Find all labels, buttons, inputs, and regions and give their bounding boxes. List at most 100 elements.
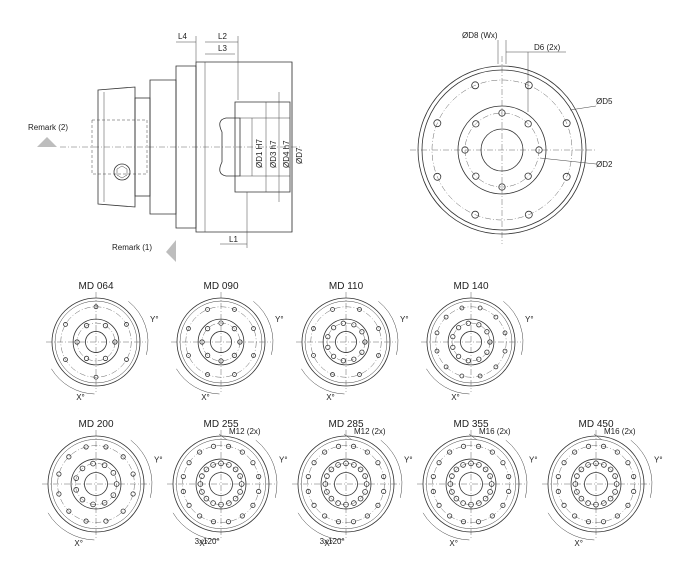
outer-hole-group bbox=[433, 81, 571, 219]
model-name: MD 255 bbox=[203, 419, 238, 430]
model-inner-hole bbox=[351, 322, 357, 328]
outer-bolt-hole bbox=[471, 210, 480, 219]
inner-bolt-hole bbox=[461, 146, 469, 154]
model-inner-hole bbox=[585, 500, 591, 506]
model-outer-hole bbox=[631, 473, 637, 480]
model-outer-hole bbox=[502, 348, 508, 354]
model-inner-hole bbox=[476, 462, 482, 468]
model-outer-hole bbox=[256, 473, 262, 480]
model-inner-hole bbox=[362, 473, 368, 479]
model-outer-hole bbox=[614, 513, 620, 519]
model-outer-hole bbox=[251, 326, 256, 331]
model-outer-hole bbox=[130, 471, 136, 477]
model-inner-hole bbox=[335, 462, 341, 468]
model-outer-pcd bbox=[307, 445, 385, 523]
model-inner-hole bbox=[359, 349, 365, 355]
model-outer-hole bbox=[459, 305, 465, 311]
model-outer-hole bbox=[489, 513, 495, 519]
outer-bolt-hole bbox=[562, 172, 571, 181]
model-outer-hole bbox=[350, 519, 357, 525]
outer-bolt-hole bbox=[524, 210, 533, 219]
model-inner-hole bbox=[73, 487, 79, 493]
model-inner-hole bbox=[351, 356, 357, 362]
model-outer-hole bbox=[322, 513, 328, 519]
model-outer-hole bbox=[443, 314, 449, 320]
model-inner-hole bbox=[607, 495, 614, 502]
flange-outer-inner bbox=[421, 69, 583, 231]
model-inner-hole bbox=[324, 489, 330, 495]
inner-bolt-hole bbox=[498, 109, 506, 117]
model-outer-hole bbox=[436, 460, 442, 466]
model-inner-hole bbox=[351, 462, 357, 468]
model-outer-ring-2 bbox=[176, 439, 266, 529]
model-inner-hole bbox=[449, 473, 455, 479]
model-outer-hole bbox=[600, 443, 607, 449]
pilot-outer bbox=[457, 105, 547, 195]
y-angle-label: Y° bbox=[400, 315, 409, 324]
model-inner-hole bbox=[328, 495, 335, 502]
model-outer-hole bbox=[205, 372, 210, 377]
bolt-label: M16 (2x) bbox=[479, 427, 511, 436]
d2-label: ØD2 bbox=[596, 160, 613, 169]
outer-bolt-hole bbox=[471, 81, 480, 90]
model-inner-hole bbox=[343, 460, 349, 467]
model-outer-hole bbox=[120, 508, 126, 514]
model-inner-hole bbox=[601, 462, 607, 468]
model-inner-hole bbox=[613, 481, 620, 487]
model-inner-hole bbox=[210, 462, 216, 468]
model-outer-hole bbox=[357, 372, 362, 377]
model-pilot bbox=[570, 458, 622, 510]
model-outer-hole bbox=[434, 348, 440, 354]
model-inner-hole bbox=[585, 462, 591, 468]
inner-bolt-hole bbox=[498, 183, 506, 191]
model-pilot bbox=[320, 458, 372, 510]
model-inner-hole bbox=[232, 466, 239, 473]
model-inner-hole bbox=[453, 495, 460, 502]
model-inner-hole bbox=[357, 495, 364, 502]
model-outer-hole bbox=[477, 373, 483, 379]
model-inner-hole bbox=[465, 320, 471, 326]
l2-label: L2 bbox=[218, 32, 227, 41]
model-inner-hole bbox=[484, 349, 490, 355]
model-name: MD 200 bbox=[78, 419, 113, 430]
outer-bolt-hole bbox=[433, 119, 442, 128]
model-bore bbox=[460, 331, 482, 353]
remark-1-label: Remark (1) bbox=[112, 243, 152, 252]
model-outer-hole bbox=[460, 519, 467, 525]
model-outer-ring bbox=[547, 435, 645, 533]
l3-label: L3 bbox=[218, 44, 227, 53]
model-outer-hole bbox=[430, 488, 436, 495]
model-inner-pcd bbox=[200, 463, 242, 505]
model-outer-hole bbox=[93, 374, 99, 380]
bolt-label: M12 (2x) bbox=[354, 427, 386, 436]
model-inner-hole bbox=[574, 473, 580, 479]
model-outer-hole bbox=[124, 322, 129, 327]
y-angle-label: Y° bbox=[154, 455, 163, 464]
model-outer-hole bbox=[250, 460, 256, 466]
model-inner-hole bbox=[340, 358, 346, 364]
model-inner-hole bbox=[199, 473, 205, 479]
model-outer-hole bbox=[502, 330, 508, 336]
model-outer-hole bbox=[475, 519, 482, 525]
model-outer-ring-2 bbox=[426, 439, 516, 529]
model-inner-hole bbox=[574, 489, 580, 495]
model-bore bbox=[209, 472, 233, 496]
model-outer-hole bbox=[375, 502, 381, 508]
model-outer-hole bbox=[561, 460, 567, 466]
model-outer-hole bbox=[489, 449, 495, 455]
model-inner-pcd bbox=[75, 463, 117, 505]
model-inner-hole bbox=[210, 500, 216, 506]
model-outer-hole bbox=[63, 357, 68, 362]
model-inner-hole bbox=[460, 462, 466, 468]
model-outer-hole bbox=[572, 449, 578, 455]
d2-leader bbox=[539, 157, 597, 165]
model-outer-hole bbox=[197, 513, 203, 519]
x-angle-label: X° bbox=[451, 393, 460, 402]
x-angle-label: X° bbox=[326, 393, 335, 402]
